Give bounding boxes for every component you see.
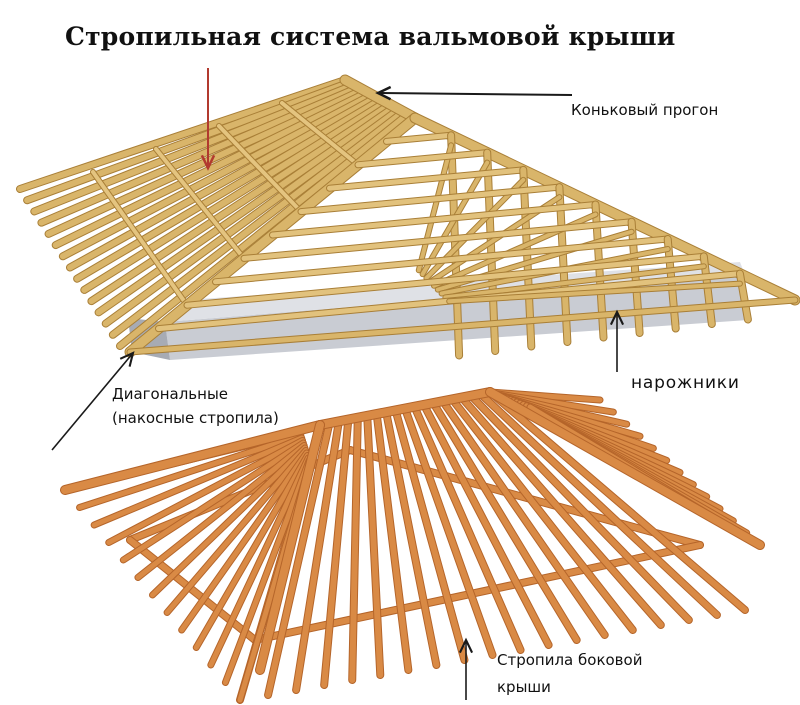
hip-rafters-label-line2: (накосные стропила) [112, 409, 279, 427]
front-side-rafter [411, 403, 524, 653]
top-left-slope-rafter [88, 101, 393, 305]
front-side-rafter [265, 420, 333, 698]
bottom-hip-right [486, 388, 764, 549]
front-side-rafter [402, 405, 496, 658]
bottom-ridge [316, 388, 494, 429]
front-side-rafter [364, 412, 384, 678]
hip-rafters-label: Диагональные [112, 385, 229, 403]
front-side-rafter [430, 400, 580, 643]
pointer-arrows [51, 68, 625, 700]
ridge-beam [340, 75, 420, 123]
hip-rafter-arrow-head [119, 351, 135, 367]
front-side-rafter [458, 394, 664, 628]
front-side-rafter [321, 416, 352, 688]
front-purlin [298, 184, 562, 215]
left-hip-rafter [150, 445, 308, 598]
front-side-rafter [468, 392, 692, 623]
bottom-hip-front [256, 421, 324, 674]
left-hip-rafter [91, 435, 305, 528]
top-left-slope-rafter [74, 96, 384, 282]
top-left-slope-purlin [91, 170, 189, 308]
hip-rafter-arrow [51, 352, 134, 451]
jack-rafter-arrow-head [609, 309, 625, 326]
jack-rafter [664, 236, 679, 332]
brace [416, 143, 454, 273]
side-rafter-arrow-head [458, 637, 474, 654]
top-left-slope-rafter [38, 84, 362, 226]
top-left-slope-rafter [24, 79, 353, 204]
title-arrow-head [200, 154, 216, 171]
front-side-rafter [487, 389, 748, 613]
right-slope-rafter [410, 113, 800, 305]
eave-plate [127, 297, 798, 355]
front-purlin [270, 201, 598, 238]
top-left-slope-purlin [217, 124, 303, 214]
left-hip-rafter [164, 448, 309, 615]
ridge-beam-label: Коньковый прогон [571, 101, 719, 119]
ridge-beam-arrow-head [375, 85, 392, 101]
top-left-slope-rafter [17, 77, 348, 192]
front-side-rafter [449, 396, 636, 633]
front-side-rafter [439, 398, 608, 638]
left-hip-rafter [120, 440, 306, 563]
left-hip-rafter [77, 433, 304, 510]
top-roof-framing-model [16, 74, 800, 360]
left-hip-rafter [135, 443, 307, 580]
front-purlin [241, 219, 635, 261]
front-purlin [213, 236, 671, 285]
side-rafters-label-line2: крыши [497, 678, 551, 696]
top-left-slope-purlin [154, 147, 246, 261]
top-left-slope-rafter [95, 103, 398, 316]
top-left-slope-rafter [59, 91, 375, 260]
bottom-hip-left [61, 421, 324, 494]
diagram-title: Стропильная система вальмовой крыши [65, 22, 676, 51]
front-side-rafter [373, 411, 412, 673]
brace [447, 281, 742, 304]
front-side-rafter [349, 414, 361, 683]
top-left-slope-rafter [67, 94, 380, 271]
top-left-slope-rafter [81, 98, 389, 293]
front-side-rafter [293, 418, 342, 693]
front-purlin [184, 253, 707, 308]
brace [443, 264, 706, 300]
top-left-slope-rafter [31, 81, 357, 215]
front-side-rafter [383, 409, 440, 668]
left-hip-rafter [208, 455, 311, 668]
front-side-rafter [420, 401, 552, 648]
top-left-slope-rafter [102, 106, 402, 327]
front-side-rafter [392, 407, 468, 663]
bottom-roof-framing-model [60, 387, 765, 704]
top-left-slope-rafter [109, 108, 407, 338]
ridge-beam-arrow [377, 92, 573, 96]
front-purlin [355, 150, 490, 168]
front-side-rafter [477, 390, 720, 618]
side-rafters-label: Стропила боковой [497, 651, 643, 669]
jack-rafter [520, 166, 535, 350]
top-left-slope-rafter [117, 111, 411, 349]
front-purlin [384, 132, 454, 144]
top-timber-members [16, 74, 800, 360]
left-hip-rafter [222, 458, 312, 685]
jack-rafter [484, 149, 499, 354]
top-left-slope-rafter [52, 89, 371, 249]
top-left-slope-purlin [280, 101, 360, 167]
left-hip-rafter [179, 450, 310, 633]
front-purlin [327, 167, 526, 191]
left-hip-rafter [106, 438, 305, 545]
left-hip-rafter [193, 453, 310, 650]
jack-rafters-label: нарожники [631, 373, 740, 393]
